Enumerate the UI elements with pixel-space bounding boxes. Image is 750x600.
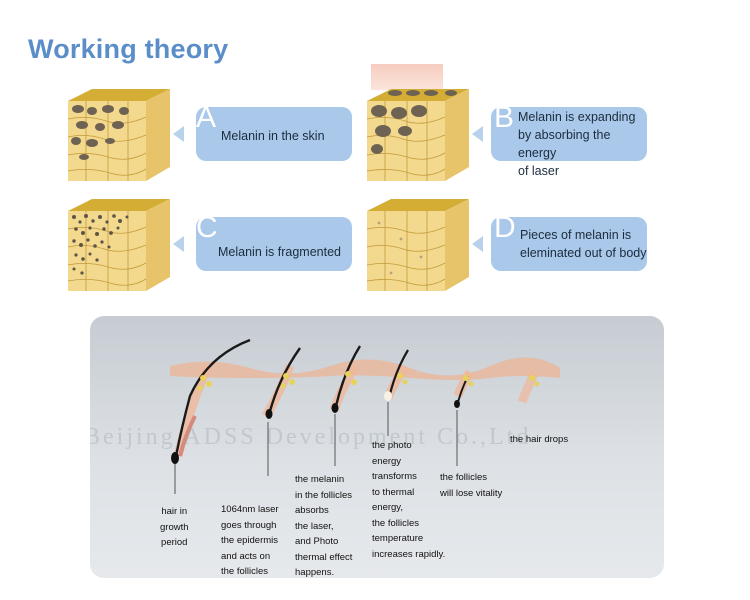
step-d-bubble: D Pieces of melanin is eleminated out of… xyxy=(491,213,647,271)
step-a-bubble: A Melanin in the skin xyxy=(196,103,352,161)
skin-cube-c xyxy=(67,199,170,291)
arrow-left-icon xyxy=(472,236,483,252)
hair-step-6: the hair drops xyxy=(510,434,569,445)
hair-removal-panel: Beijing ADSS Development Co.,Ltd hair in… xyxy=(90,316,664,578)
hair-follicle-diagram xyxy=(170,338,560,494)
step-b-text: Melanin is expanding by absorbing the en… xyxy=(518,110,636,178)
step-d-letter: D xyxy=(494,211,516,244)
laser-beam xyxy=(371,64,443,90)
step-a-letter: A xyxy=(196,101,217,134)
step-c-bubble: C Melanin is fragmented xyxy=(196,213,352,271)
arrow-left-icon xyxy=(173,236,184,252)
skin-cube-d xyxy=(366,199,469,291)
step-b-bubble: B Melanin is expanding by absorbing the … xyxy=(491,103,647,178)
skin-cube-b xyxy=(366,89,469,181)
hair-step-4: the photo energy transforms to thermal e… xyxy=(372,440,446,560)
hair-step-5: the follicles will lose vitality xyxy=(440,472,503,499)
page-title: Working theory xyxy=(28,34,229,64)
arrow-left-icon xyxy=(472,126,483,142)
step-c-letter: C xyxy=(196,211,218,244)
hair-step-3: the melanin in the follicles absorbs the… xyxy=(295,474,353,578)
step-d-text: Pieces of melanin is eleminated out of b… xyxy=(520,228,647,260)
skin-cube-a xyxy=(67,89,170,181)
watermark: Beijing ADSS Development Co.,Ltd xyxy=(90,424,532,450)
hair-step-1: hair in growth period xyxy=(160,506,189,548)
hair-step-2: 1064nm laser goes through the epidermis … xyxy=(221,504,279,577)
step-c-text: Melanin is fragmented xyxy=(218,245,341,259)
arrow-left-icon xyxy=(173,126,184,142)
step-b-letter: B xyxy=(494,101,515,134)
step-a-text: Melanin in the skin xyxy=(221,129,325,143)
